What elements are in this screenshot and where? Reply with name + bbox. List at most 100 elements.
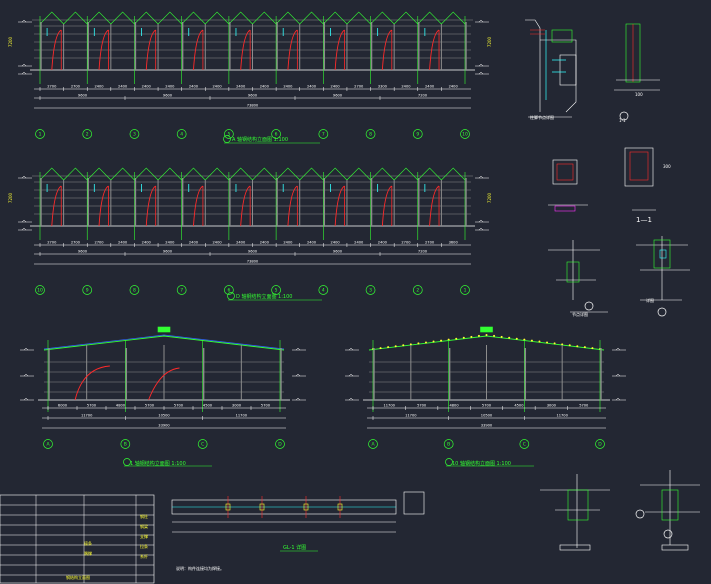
connection-plate [567, 489, 589, 521]
group-dimension: 10500 [481, 414, 493, 418]
door-brace [145, 185, 156, 227]
door-brace [240, 29, 251, 71]
level-triangle [478, 71, 484, 75]
roof-truss [299, 167, 324, 181]
bay-dimension: 2700 [47, 241, 57, 245]
level-triangle [23, 397, 29, 401]
bay-dimension: 2400 [425, 85, 435, 89]
bay-dimension: 2700 [94, 241, 104, 245]
height-dim: 7200 [8, 192, 13, 203]
roof-truss [393, 11, 418, 25]
axis-bubble [176, 285, 187, 295]
height-dim: 7200 [487, 36, 492, 47]
level-triangle [21, 63, 27, 67]
roof-sheet [43, 334, 285, 350]
roof-truss [87, 167, 112, 181]
bolt [659, 249, 667, 259]
level-triangle [478, 219, 484, 223]
axis-bubble [318, 129, 329, 139]
purlin-dot [424, 341, 427, 344]
axis-bubble [129, 285, 140, 295]
axis-label: C [201, 442, 204, 448]
roof-truss [157, 11, 182, 25]
roof-truss [39, 167, 64, 181]
detail-bubble [584, 301, 594, 311]
purlin-dot [576, 345, 579, 348]
roof-truss [346, 11, 371, 25]
group-dimension: 10500 [158, 414, 170, 418]
axis-label: 4 [322, 288, 325, 294]
bay-dimension: 2400 [283, 85, 293, 89]
bay-dimension: 2400 [401, 85, 411, 89]
axis-bubble [176, 129, 187, 139]
roof-truss [393, 167, 418, 181]
bay-dimension: 5700 [87, 404, 97, 408]
purlin-dot [379, 347, 382, 350]
detail-outline [540, 474, 610, 548]
group-dimension: 9600 [248, 94, 258, 98]
purlin-dot [515, 337, 518, 340]
level-triangle [348, 347, 354, 351]
bay-dimension: 2400 [260, 85, 270, 89]
door-brace [334, 29, 345, 71]
level-triangle [615, 397, 621, 401]
total-dimension: 73800 [247, 104, 259, 108]
level-triangle [615, 373, 621, 377]
axis-bubble [368, 439, 378, 449]
axis-label: 1 [464, 288, 467, 294]
detail-outline [640, 470, 700, 545]
axis-bubble [82, 285, 93, 295]
connection-plate [661, 489, 679, 521]
axis-label: 9 [416, 132, 419, 138]
bay-dimension: 2700 [71, 85, 81, 89]
detail-bubble [657, 307, 667, 317]
section-frame [552, 159, 578, 185]
bay-dimension: 2700 [47, 85, 57, 89]
axis-label: 3 [133, 132, 136, 138]
level-triangle [295, 397, 301, 401]
roof-truss [205, 167, 230, 181]
connection-plate [566, 261, 580, 283]
base-plate [661, 544, 689, 551]
height-dim: 7200 [8, 36, 13, 47]
purlin-dot [455, 337, 458, 340]
axis-label: 10 [37, 288, 43, 294]
connection-plate [653, 239, 671, 269]
roof-truss [181, 167, 206, 181]
bay-dimension: 2400 [378, 241, 388, 245]
axis-label: 7 [322, 132, 325, 138]
detail-bubble [635, 509, 645, 519]
section-plate [556, 163, 574, 181]
axis-bubble [460, 285, 470, 295]
bay-dimension: 2700 [354, 85, 364, 89]
door-brace [429, 29, 440, 71]
axis-label: A [371, 442, 375, 448]
bay-dimension: 5700 [579, 404, 589, 408]
door-brace [193, 185, 204, 227]
title-bubble [445, 458, 453, 466]
axis-label: 2 [86, 132, 89, 138]
bolt-group [259, 503, 265, 511]
title-bubble [123, 458, 131, 466]
bay-dimension: 2400 [331, 241, 341, 245]
bolt-group [337, 503, 343, 511]
group-dimension: 7200 [418, 250, 428, 254]
base-detail [554, 205, 576, 212]
height-dim: 7200 [487, 192, 492, 203]
door-brace [429, 185, 440, 227]
axis-label: 5 [275, 288, 278, 294]
axis-bubble [365, 129, 376, 139]
door-brace [240, 185, 251, 227]
bay-dimension: 2400 [354, 241, 364, 245]
axis-label: 8 [133, 288, 136, 294]
purlin-dot [493, 334, 496, 337]
roof-truss [275, 11, 300, 25]
detail-bubble [663, 529, 673, 539]
door-brace [381, 185, 393, 227]
purlin-dot [485, 334, 488, 336]
bay-dimension: 4500 [203, 404, 213, 408]
